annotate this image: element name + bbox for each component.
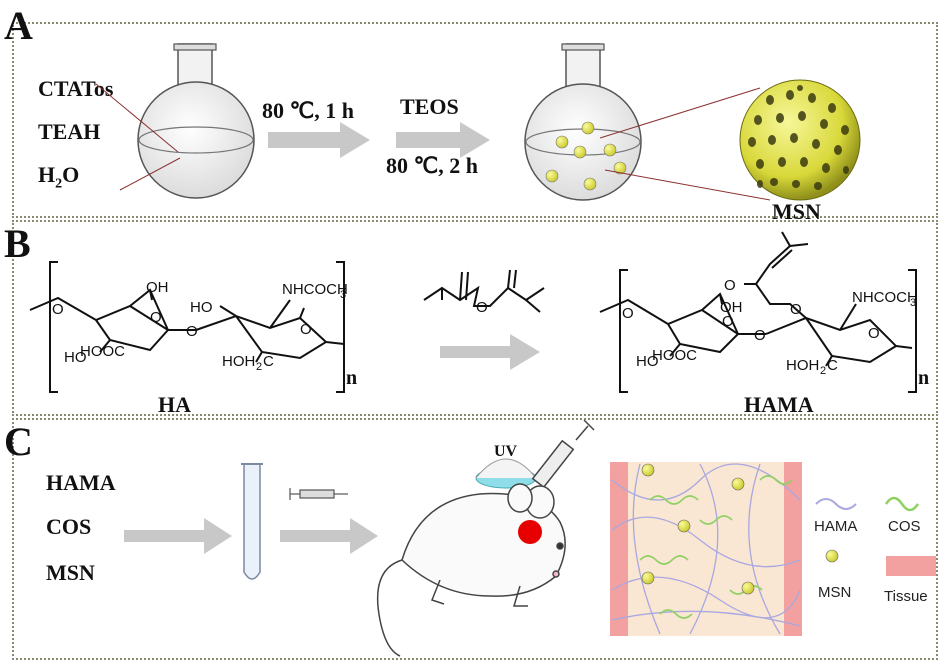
ha-hoh2c-sub: 2 (256, 361, 262, 373)
arrow-a2 (396, 122, 490, 158)
water-o: O (62, 162, 80, 187)
reagent-teah: TEAH (38, 119, 101, 144)
hama-nhcoch3-sub: 3 (910, 297, 916, 309)
ha-hooc: HOOC (80, 343, 125, 360)
step1-condition: 80 ℃, 1 h (262, 98, 354, 123)
injection-site (518, 520, 542, 544)
legend-tissue-label: Tissue (884, 588, 928, 605)
small-syringe (289, 488, 348, 500)
hama-hoh2c: HOH (786, 357, 819, 374)
panel-b-label: B (4, 221, 31, 266)
water-h: H (38, 162, 56, 187)
ha-nhcoch3-sub: 3 (340, 289, 346, 301)
hama-ester-o: O (790, 301, 802, 318)
arrow-c1 (124, 518, 232, 554)
reagent-ctatos: CTATos (38, 76, 114, 101)
msn-label: MSN (772, 199, 821, 224)
ha-n: n (346, 367, 357, 389)
legend-msn-icon (825, 549, 839, 563)
panel-c (12, 418, 938, 660)
arrow-c2 (280, 518, 378, 554)
mouse (376, 483, 566, 657)
ha-bracket-right (336, 261, 345, 393)
hama-o2: O (754, 327, 766, 344)
hama-nhcoch3: NHCOCH (852, 289, 918, 306)
arrow-a1 (268, 122, 370, 158)
hama-hoh2c-sub: 2 (820, 365, 826, 377)
ha-o4: O (300, 321, 312, 338)
ha-hoh2c-c: C (263, 353, 274, 370)
uv-label: UV (494, 443, 518, 460)
hama-ho: HO (636, 353, 659, 370)
arrow-b (440, 334, 540, 370)
hama-bracket-left (619, 269, 628, 393)
ha-o2: O (186, 323, 198, 340)
ha-o3: O (150, 309, 162, 326)
ha-bracket-left (49, 261, 58, 393)
hama-o1: O (622, 305, 634, 322)
ha-oh: OH (146, 279, 169, 296)
component-hama: HAMA (46, 470, 116, 495)
flask-1 (95, 43, 255, 199)
anhydride-o: O (476, 299, 488, 316)
hama-hoh2c-c: C (827, 357, 838, 374)
ha-ho: HO (190, 299, 213, 316)
ha-name: HA (158, 392, 191, 417)
hama-oh: OH (720, 299, 743, 316)
water-subscript: 2 (55, 176, 63, 192)
reagent-water: H2O (38, 164, 79, 191)
ha-nhcoch3: NHCOCH (282, 281, 348, 298)
step2-reagent: TEOS (400, 94, 459, 119)
panel-c-label: C (4, 419, 33, 464)
legend-hama-icon (815, 498, 857, 510)
msn-sphere (739, 79, 861, 201)
hama-n: n (918, 367, 929, 389)
ha-ho2: HO (64, 349, 87, 366)
hama-o-carbonyl: O (724, 277, 736, 294)
test-tube (241, 463, 263, 580)
hama-name: HAMA (744, 392, 814, 417)
legend-hama-label: HAMA (814, 518, 858, 535)
step2-condition: 80 ℃, 2 h (386, 153, 478, 178)
legend-tissue-icon (886, 556, 936, 576)
component-msn: MSN (46, 560, 95, 585)
flask-2 (524, 43, 771, 201)
legend-msn-label: MSN (818, 584, 852, 601)
hama-o3: O (722, 313, 734, 330)
hama-bracket-right (908, 269, 917, 393)
hama-o4: O (868, 325, 880, 342)
component-cos: COS (46, 514, 92, 539)
ha-hoh2c: HOH (222, 353, 255, 370)
uv-lamp (475, 458, 537, 489)
legend-cos-label: COS (888, 518, 921, 535)
panel-a (12, 22, 938, 218)
hama-hooc: HOOC (652, 347, 697, 364)
legend-cos-icon (884, 496, 920, 512)
panel-b (12, 220, 938, 416)
ha-o1: O (52, 301, 64, 318)
panel-a-label: A (4, 3, 33, 48)
hydrogel-box (610, 462, 802, 636)
